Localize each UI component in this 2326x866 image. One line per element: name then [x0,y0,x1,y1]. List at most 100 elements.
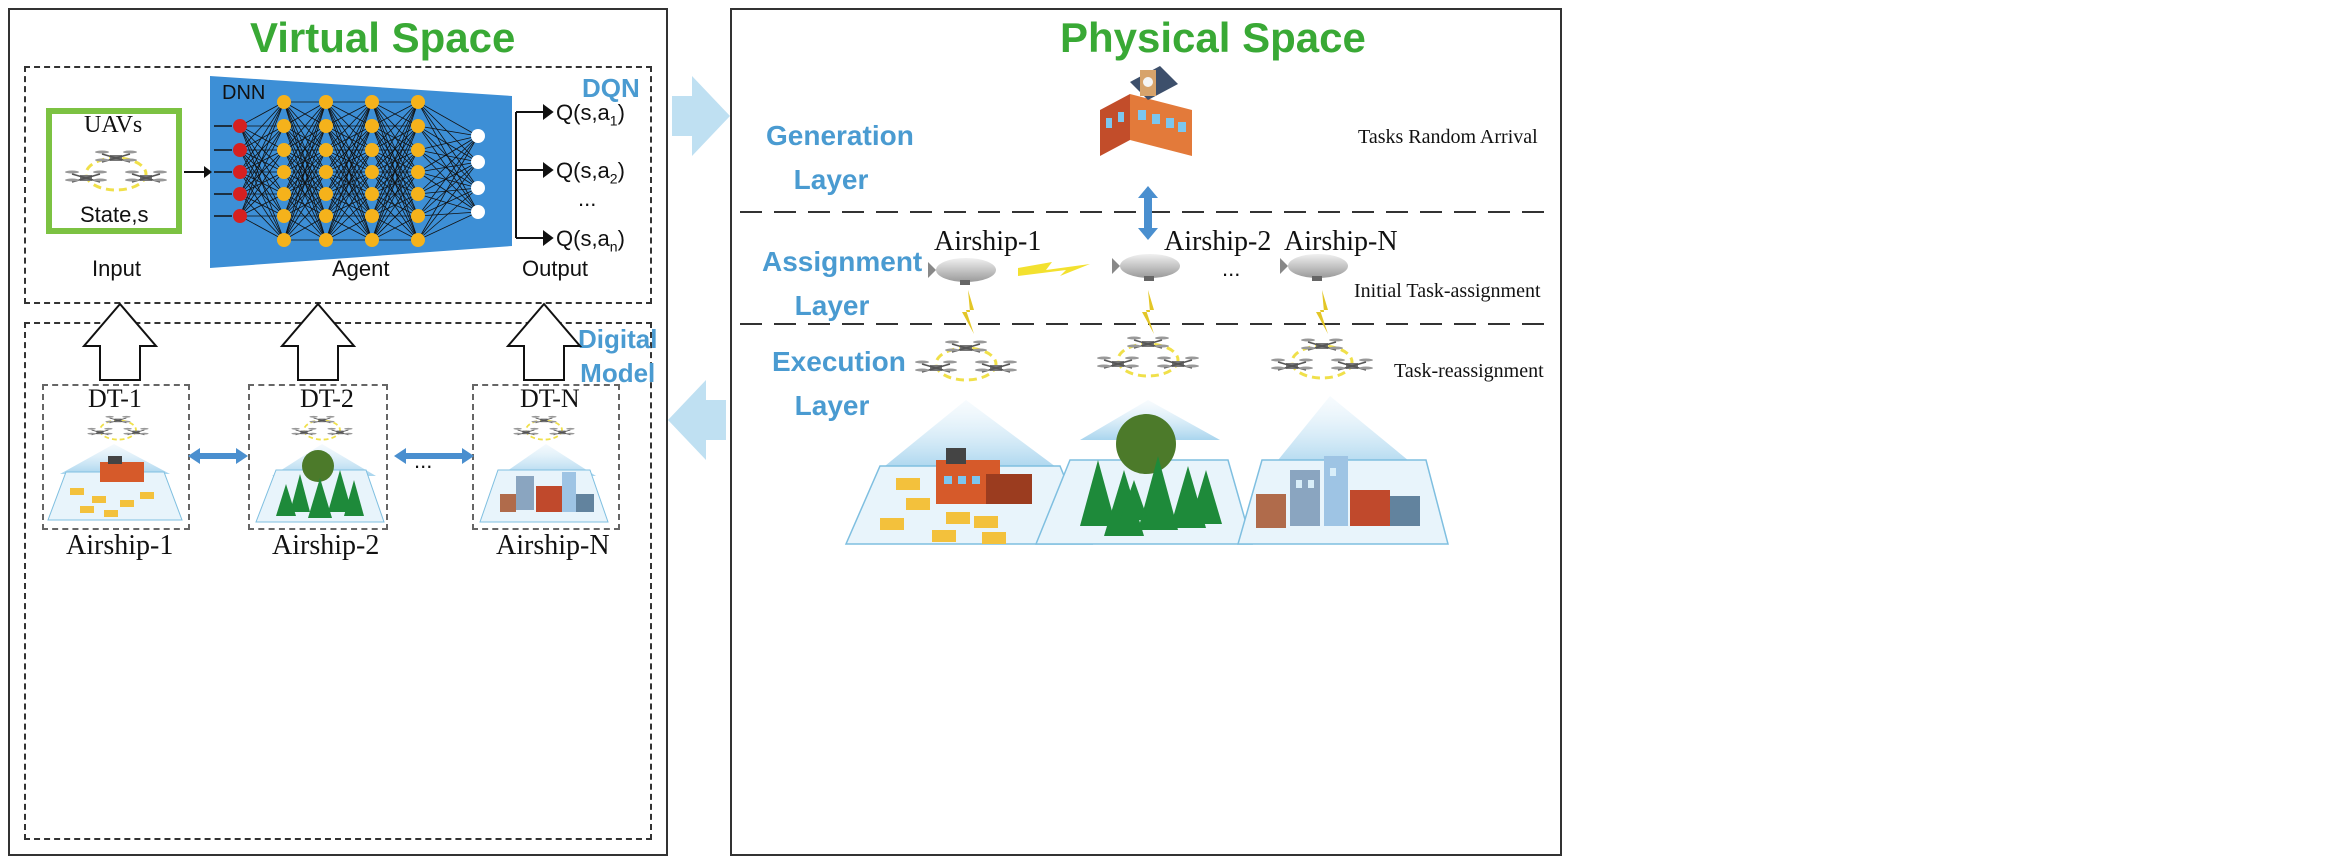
dt-airship-label-1: Airship-1 [66,530,174,561]
network-edge [239,101,285,217]
execution-uav-cluster-1-drone-left [915,360,957,373]
network-edge [283,101,327,241]
up-arrow-1 [81,302,159,381]
dt1-taxis [70,488,154,517]
network-edge [417,193,479,213]
output-node [471,155,485,169]
network-edge [417,101,479,137]
hidden3-node [365,233,379,247]
dt1-uav-cluster-drone-top [105,415,131,424]
input-uav-cluster-drone-left [65,170,107,183]
hidden4-node [411,143,425,157]
network-edge [417,135,479,195]
network-edge [325,171,373,241]
network-edge [371,193,419,217]
output-arrow-head [543,230,554,246]
network-edge [239,101,285,127]
execution-uav-cluster-2-ring [1116,342,1180,378]
hidden2-node [319,209,333,223]
execution-scene-n-buildings [1256,456,1420,528]
network-edge [325,101,373,241]
hidden1-node [277,209,291,223]
network-edge [239,193,285,217]
hidden1-node [277,233,291,247]
execution-uav-cluster-n-drone-top [1301,338,1343,351]
input-node [233,143,247,157]
generation-assignment-double-arrow [1138,186,1158,240]
dt-label-n: DT-N [520,384,580,413]
network-edge [417,161,479,195]
hidden3-node [365,119,379,133]
network-edge [417,135,479,241]
task-reassignment-note: Task-reassignment [1394,360,1544,382]
network-edge [371,101,419,127]
network-edge [371,101,419,195]
execution-uav-cluster-1-ring [934,346,998,382]
dt-link-2-n [394,448,474,464]
dt1-uav-cluster-drone-right [123,427,149,436]
network-edge [325,215,373,241]
digital-model-box [24,322,652,840]
virtual-space-title: Virtual Space [250,14,516,61]
network-edge [417,171,479,213]
execution-uav-cluster-n-drone-left [1271,358,1313,371]
network-edge [283,101,327,173]
network-edge [239,125,285,151]
network-edge [417,161,479,173]
virtual-space-panel [8,8,668,856]
network-edge [371,101,419,217]
input-node [233,187,247,201]
output-arrow-head [543,104,554,120]
hidden1-node [277,187,291,201]
network-edge [325,125,373,151]
hidden3-node [365,95,379,109]
dt1-uav-cluster-drone-left [87,427,113,436]
network-edge [325,101,373,173]
dt-link-1-2 [188,448,248,464]
hidden3-node [365,187,379,201]
airship-label-1: Airship-1 [934,226,1042,257]
network-edge [371,125,419,151]
initial-task-assignment-note: Initial Task-assignment [1354,280,1541,302]
network-edge [371,125,419,241]
task-building-icon [1100,66,1192,156]
dt-airship-label-2: Airship-2 [272,530,380,561]
up-arrow-2 [279,302,357,381]
hidden4-node [411,187,425,201]
agent-label: Agent [332,256,390,281]
dtn-light-cone [500,444,596,476]
hidden1-node [277,165,291,179]
dqn-label: DQN [582,73,640,103]
network-edge [325,171,373,217]
up-arrow-3 [505,302,583,381]
execution-uav-cluster-2-drone-left [1097,356,1139,369]
input-node [233,119,247,133]
input-uav-cluster-drone-top [95,150,137,163]
network-edge [283,125,327,151]
network-edge [371,171,419,217]
state-label: State,s [80,202,149,227]
airship-ellipsis: ... [1222,256,1241,281]
network-edge [371,193,419,241]
output-node [471,205,485,219]
dt-box-2 [248,384,388,530]
dt-box-1 [42,384,190,530]
network-edge [239,149,285,241]
network-edge [239,149,285,173]
hidden4-node [411,209,425,223]
q-output-1: Q(s,a1) [556,100,625,129]
network-edge [417,161,479,217]
execution-uav-cluster-2-drone-right [1157,356,1199,369]
output-node [471,129,485,143]
network-edge [371,101,419,173]
dtn-uav-cluster-drone-left [513,427,539,436]
